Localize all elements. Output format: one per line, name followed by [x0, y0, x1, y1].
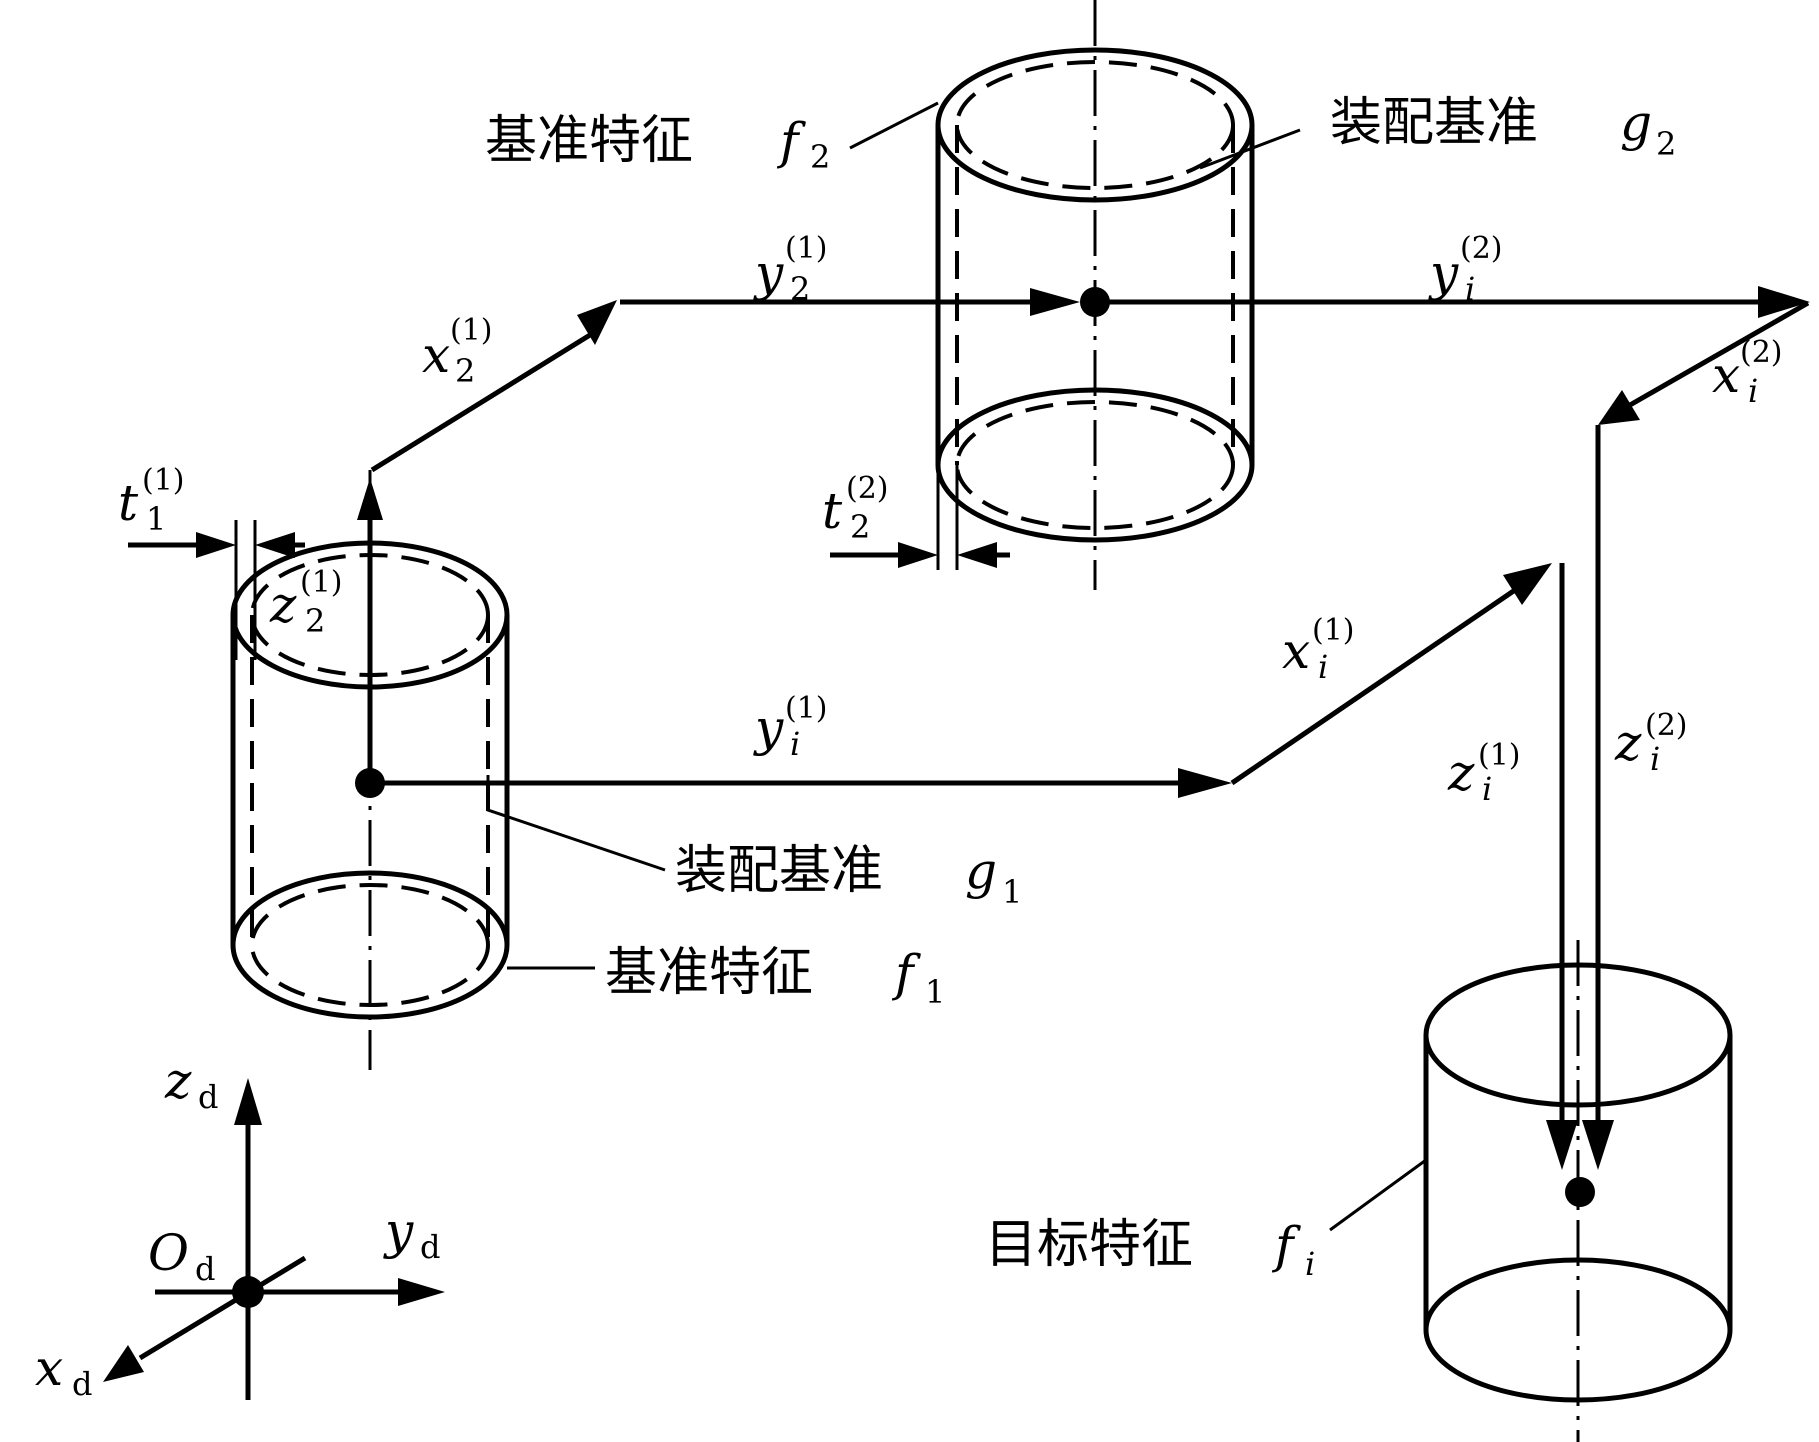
- svg-text:i: i: [1482, 770, 1492, 808]
- label-datum-feature-f1: 基准特征 f 1: [605, 943, 945, 1011]
- svg-text:d: d: [420, 1228, 440, 1266]
- svg-text:i: i: [1650, 740, 1660, 778]
- svg-text:(2): (2): [1645, 708, 1688, 743]
- label-origin: O d: [148, 1224, 215, 1288]
- cylinder-f2: [935, 0, 1255, 590]
- leader-f2: [849, 101, 939, 150]
- svg-text:t: t: [118, 474, 139, 532]
- svg-text:2: 2: [850, 508, 870, 546]
- svg-text:x: x: [1712, 346, 1740, 404]
- svg-text:i: i: [790, 725, 800, 763]
- svg-text:基准特征: 基准特征: [485, 111, 693, 171]
- svg-text:装配基准: 装配基准: [1330, 93, 1538, 153]
- svg-text:2: 2: [455, 352, 475, 390]
- svg-text:z: z: [1614, 714, 1642, 772]
- label-axis-x: x d: [35, 1339, 92, 1403]
- label-datum-feature-f2: 基准特征 f 2: [485, 111, 830, 176]
- svg-text:x: x: [35, 1339, 63, 1397]
- svg-text:1: 1: [146, 500, 166, 538]
- svg-text:(1): (1): [450, 313, 493, 348]
- label-zi-1: z i (1): [1447, 738, 1521, 808]
- assembly-datum-g2-point: [1080, 287, 1110, 317]
- svg-text:(1): (1): [300, 565, 343, 600]
- x-axis: [138, 1255, 307, 1361]
- svg-text:1: 1: [1002, 873, 1022, 911]
- target-feature-fi-point: [1565, 1177, 1595, 1207]
- label-y2-1: y 2 (1): [753, 231, 828, 308]
- label-t2-2: t 2 (2): [822, 471, 889, 546]
- leader-g1: [486, 775, 666, 872]
- svg-text:(1): (1): [785, 231, 828, 266]
- label-z2-1: z 2 (1): [269, 565, 343, 640]
- label-yi-1: y i (1): [753, 691, 828, 763]
- label-target-feature-fi: 目标特征 f i: [985, 1215, 1315, 1283]
- svg-text:y: y: [753, 244, 784, 302]
- svg-text:f: f: [776, 112, 806, 170]
- leader-fi: [1329, 1158, 1427, 1232]
- svg-text:(2): (2): [1460, 231, 1503, 266]
- svg-text:t: t: [822, 482, 843, 540]
- svg-text:i: i: [1318, 648, 1328, 686]
- label-axis-z: z d: [164, 1052, 218, 1116]
- svg-text:2: 2: [790, 270, 810, 308]
- svg-text:y: y: [753, 699, 784, 757]
- xi-2-vector: [1628, 300, 1810, 408]
- label-zi-2: z i (2): [1614, 708, 1688, 778]
- svg-text:(1): (1): [1312, 613, 1355, 648]
- svg-text:(2): (2): [846, 471, 889, 506]
- coordinate-system: [103, 1078, 445, 1400]
- svg-text:z: z: [269, 576, 297, 634]
- svg-text:d: d: [198, 1078, 218, 1116]
- svg-text:z: z: [164, 1052, 192, 1110]
- svg-text:(1): (1): [142, 463, 185, 498]
- label-t1-1: t 1 (1): [118, 463, 185, 538]
- svg-text:x: x: [1282, 622, 1310, 680]
- svg-text:f: f: [891, 944, 921, 1002]
- svg-text:2: 2: [1656, 125, 1676, 163]
- svg-text:i: i: [1748, 372, 1758, 410]
- svg-text:d: d: [195, 1250, 215, 1288]
- svg-text:2: 2: [810, 138, 830, 176]
- svg-text:x: x: [422, 326, 450, 384]
- svg-text:(1): (1): [1478, 738, 1521, 773]
- label-axis-y: y d: [383, 1202, 440, 1266]
- svg-text:z: z: [1447, 744, 1475, 802]
- origin-point: [232, 1276, 264, 1308]
- label-assembly-datum-g1: 装配基准 g 1: [675, 841, 1022, 911]
- svg-text:g: g: [1620, 94, 1652, 152]
- svg-text:g: g: [965, 842, 997, 900]
- svg-text:装配基准: 装配基准: [675, 841, 883, 901]
- svg-text:f: f: [1271, 1216, 1301, 1274]
- svg-text:基准特征: 基准特征: [605, 943, 813, 1003]
- vector-chain: [357, 286, 1810, 1170]
- leader-g2: [1199, 128, 1301, 170]
- svg-text:d: d: [72, 1365, 92, 1403]
- svg-text:y: y: [383, 1202, 414, 1260]
- assembly-datum-g1-point: [355, 768, 385, 798]
- svg-text:O: O: [148, 1224, 189, 1282]
- thickness-markers: [128, 532, 1010, 568]
- svg-text:1: 1: [925, 973, 945, 1011]
- x2-1-vector: [370, 332, 592, 473]
- svg-text:目标特征: 目标特征: [985, 1215, 1193, 1275]
- label-assembly-datum-g2: 装配基准 g 2: [1330, 93, 1676, 163]
- svg-text:i: i: [1465, 270, 1475, 308]
- label-xi-1: x i (1): [1282, 613, 1355, 686]
- label-x2-1: x 2 (1): [422, 313, 493, 390]
- xi-1-vector: [1230, 587, 1517, 786]
- svg-text:(1): (1): [785, 691, 828, 726]
- svg-text:2: 2: [305, 602, 325, 640]
- label-yi-2: y i (2): [1428, 231, 1503, 308]
- svg-text:i: i: [1305, 1245, 1315, 1283]
- svg-text:(2): (2): [1740, 335, 1783, 370]
- label-xi-2: x i (2): [1712, 335, 1783, 410]
- svg-text:y: y: [1428, 244, 1459, 302]
